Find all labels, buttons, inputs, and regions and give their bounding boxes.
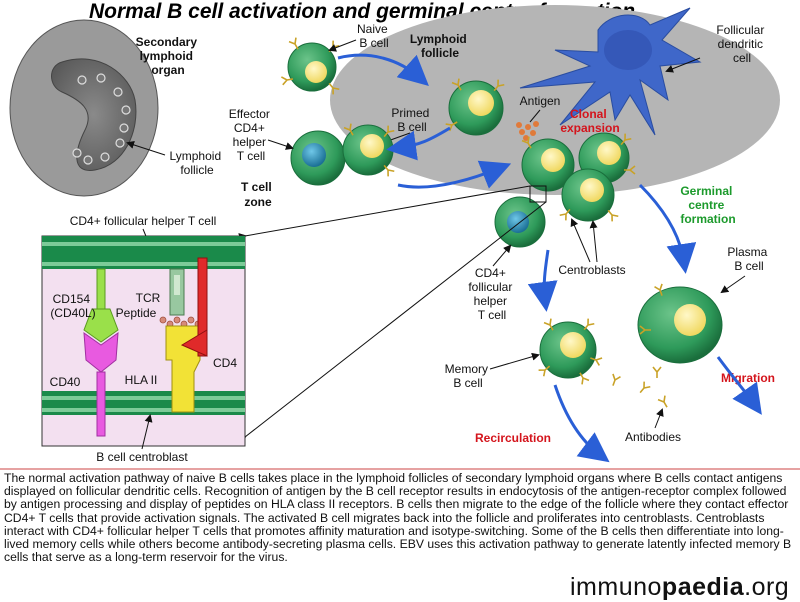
plasma-b-cell-label: Plasma B cell <box>727 245 770 273</box>
t-cell-zone-label: T cell zone <box>241 180 275 209</box>
naive-b-cell-label: Naive B cell <box>357 22 391 50</box>
secondary-lymphoid-organ-label: Secondary lymphoid organ <box>136 35 201 77</box>
migration-label: Migration <box>721 371 775 385</box>
cd154-label: CD154 (CD40L) <box>50 292 95 320</box>
synapse-inset <box>41 235 246 447</box>
follicular-dendritic-cell <box>519 7 702 136</box>
arrow-naive-to-primed <box>337 53 429 87</box>
logo-part-mid: paedia <box>661 573 745 601</box>
antigen-pointer <box>529 109 541 123</box>
effector-cd4-t-cell <box>290 130 346 186</box>
logo-part-pre: immuno <box>570 573 662 601</box>
cd4-label: CD4 <box>213 356 237 370</box>
naive-b-cell <box>280 36 341 96</box>
cd154-cd40-pair <box>83 268 119 437</box>
follicle-pointer <box>126 141 166 156</box>
centroblasts-label: Centroblasts <box>558 263 625 277</box>
lymphoid-follicle-label: Lymphoid follicle <box>410 32 470 60</box>
effector-pointer <box>267 139 294 150</box>
inset-bottom-pointer <box>141 414 153 450</box>
primed-b-cell-contact <box>342 122 396 178</box>
fdc-pointer <box>665 57 701 73</box>
arrow-migration <box>716 356 762 415</box>
inset-pointer-top <box>238 185 531 241</box>
arrow-to-memory <box>527 249 558 312</box>
centroblast-pointer-1 <box>570 218 591 263</box>
antibodies-label: Antibodies <box>625 430 681 444</box>
cd4-follicular-helper-label: CD4+ follicular helper T cell <box>468 266 515 322</box>
antibody-pointer <box>654 408 664 429</box>
lymphoid-follicle-small-label: Lymphoid follicle <box>170 149 225 177</box>
immunopaedia-logo[interactable]: immunopaedia.org <box>570 573 789 602</box>
germinal-centre-label: Germinal centre formation <box>680 184 735 226</box>
arrow-to-plasma <box>638 183 697 274</box>
inset-pointer-bottom <box>237 201 547 444</box>
naive-pointer <box>328 39 357 52</box>
plasma-b-cell <box>637 283 723 364</box>
inset-top-label: CD4+ follicular helper T cell <box>70 214 217 228</box>
cd40-label: CD40 <box>50 375 81 389</box>
hla-ii-label: HLA II <box>125 373 158 387</box>
arrow-tcell-to-follicle <box>397 160 512 189</box>
clonal-expansion-label: Clonal expansion <box>560 107 619 135</box>
plasma-pointer <box>720 275 746 294</box>
centroblast-pointer-2 <box>589 220 598 263</box>
primed-b-cell-label: Primed B cell <box>391 106 432 134</box>
memory-b-cell <box>537 317 603 386</box>
b-cell-centroblast-label: B cell centroblast <box>96 450 188 464</box>
memory-b-cell-label: Memory B cell <box>445 362 492 390</box>
arrow-recirculation <box>553 384 610 463</box>
tfh-pointer <box>492 244 512 267</box>
peptide-label: Peptide <box>116 306 157 320</box>
antigen-label: Antigen <box>520 94 561 108</box>
tcr-hla-cd4-complex <box>159 257 208 413</box>
memory-pointer <box>489 352 540 370</box>
tcr-label: TCR <box>136 291 161 305</box>
follicular-dendritic-cell-label: Follicular dendritic cell <box>716 23 767 65</box>
effector-t-cell-label: Effector CD4+ helper T cell <box>229 107 273 163</box>
antigen-cluster <box>516 121 539 141</box>
free-antibodies <box>608 366 672 410</box>
arrow-primed-to-tcell <box>386 126 451 161</box>
logo-part-post: .org <box>744 573 790 601</box>
recirculation-label: Recirculation <box>475 431 551 445</box>
figure-caption: The normal activation pathway of naive B… <box>4 471 792 565</box>
primed-b-cell <box>444 77 506 136</box>
secondary-lymphoid-organ <box>9 19 159 197</box>
